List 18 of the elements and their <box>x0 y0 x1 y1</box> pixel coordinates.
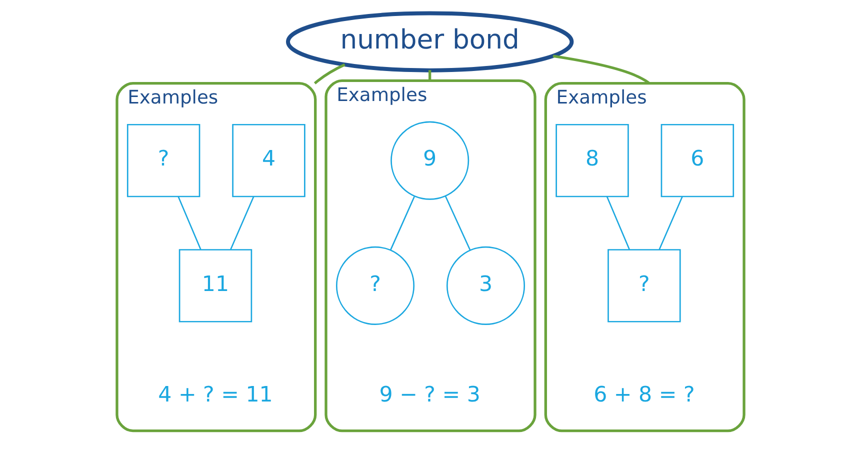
node-box: 8 <box>555 124 628 198</box>
connector <box>552 54 650 84</box>
node-box: 4 <box>232 124 305 198</box>
node-ellipse: number bond <box>285 11 574 72</box>
connector <box>230 196 254 250</box>
connector <box>658 196 682 250</box>
connector <box>606 196 630 250</box>
node-circle: 9 <box>390 121 469 200</box>
node-circle: 3 <box>446 246 525 325</box>
node-box: 11 <box>178 249 252 322</box>
connector <box>390 196 414 250</box>
node-box: 6 <box>660 124 734 198</box>
node-circle: ? <box>335 246 414 325</box>
node-box: ? <box>607 249 680 322</box>
connector <box>177 196 201 250</box>
connector <box>444 196 470 250</box>
connector <box>428 70 431 81</box>
node-box: ? <box>126 124 200 198</box>
